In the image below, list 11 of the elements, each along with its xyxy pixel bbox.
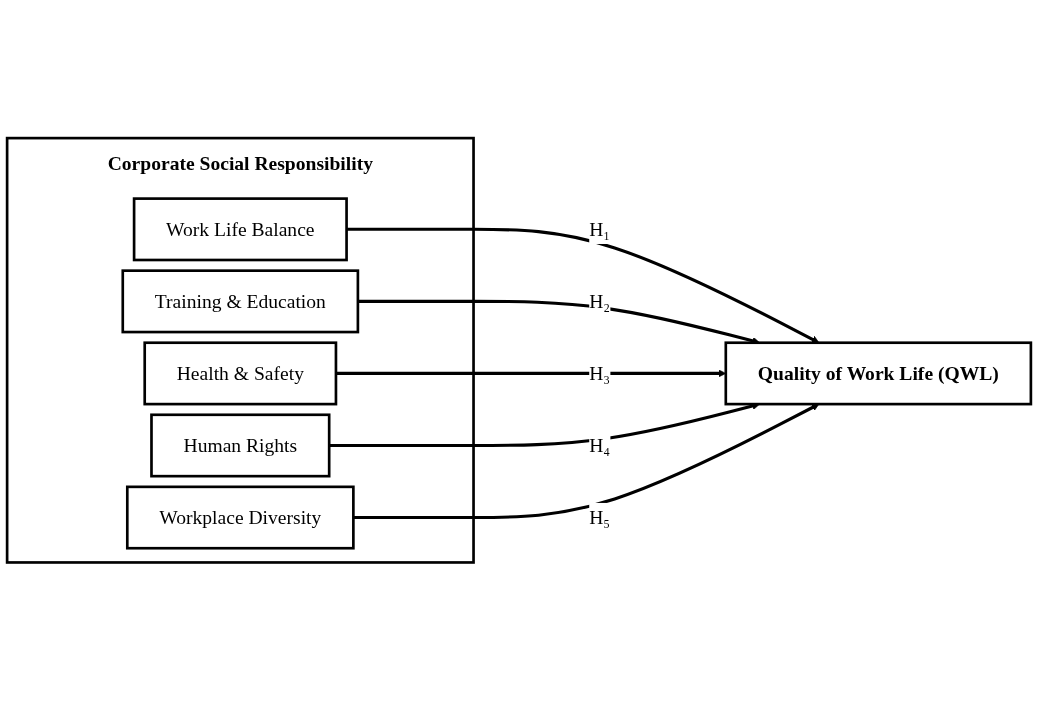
edge-label: H₂: [589, 290, 611, 313]
node-box: Quality of Work Life (QWL): [724, 341, 1033, 406]
edge-label: H₁: [589, 218, 611, 241]
edge-label: H₄: [589, 434, 611, 457]
edge-label: H₅: [589, 506, 611, 529]
node-box: Workplace Diversity: [125, 485, 355, 550]
node-box: Human Rights: [150, 413, 331, 478]
node-box: Training & Education: [121, 269, 360, 334]
node-box: Health & Safety: [143, 341, 338, 406]
node-box: Work Life Balance: [132, 197, 348, 262]
edge-label: H₃: [589, 362, 611, 385]
